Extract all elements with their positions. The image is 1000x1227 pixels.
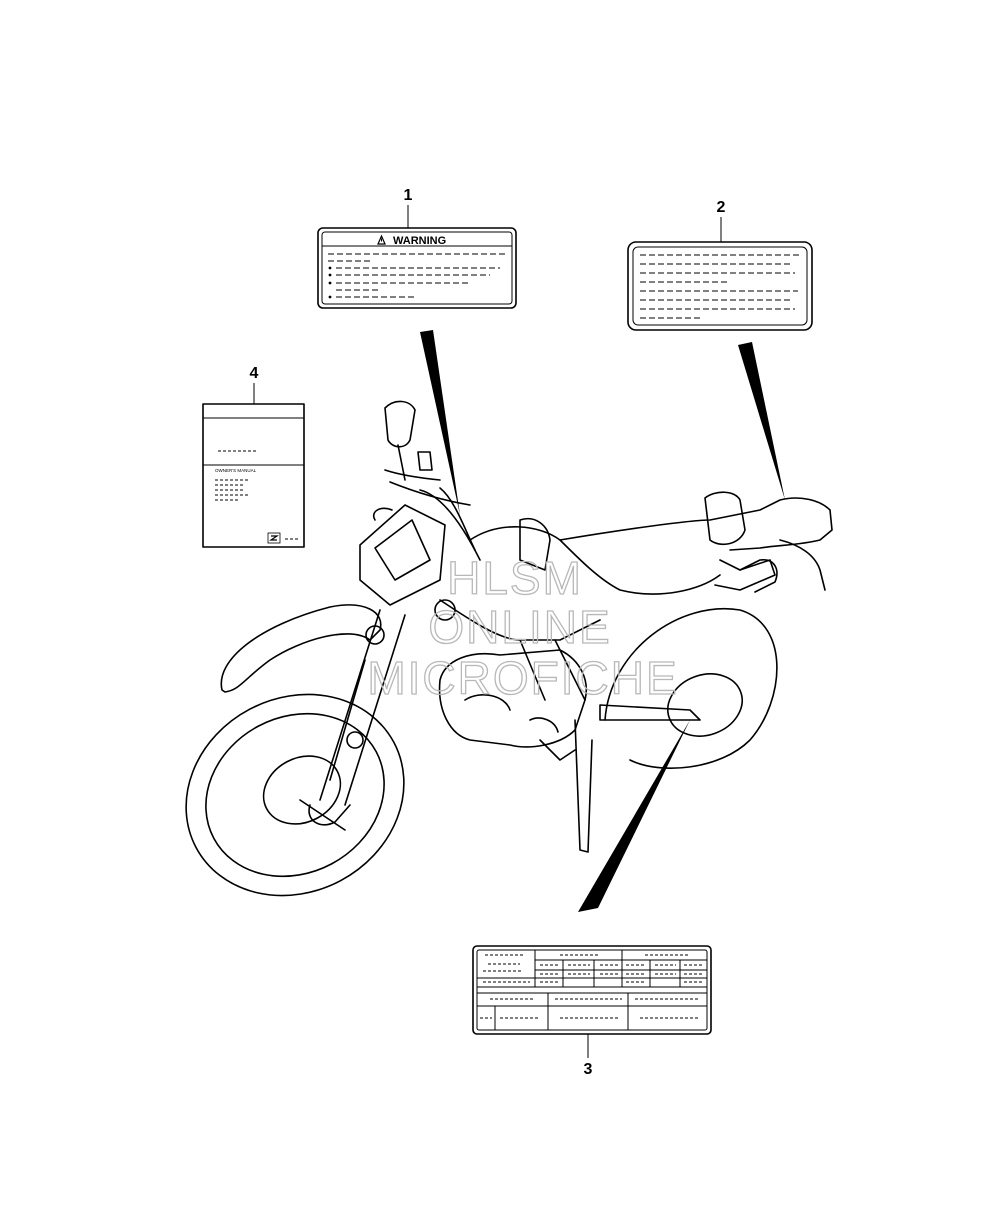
callout-number-2: 2 <box>717 199 726 216</box>
front-fender <box>220 604 382 693</box>
callout-number-1: 1 <box>404 187 413 204</box>
engine <box>365 599 587 761</box>
side-stand <box>574 719 593 853</box>
callout-number-4: 4 <box>250 365 259 382</box>
warning-heading: WARNING <box>393 235 446 247</box>
specification-label[interactable] <box>472 945 712 1035</box>
watermark-line-2: ONLINE <box>428 601 611 653</box>
callout-number-3: 3 <box>584 1061 593 1078</box>
headlight <box>359 504 446 606</box>
front-fork <box>299 609 406 831</box>
callout-2: 2 <box>717 199 726 242</box>
owners-manual[interactable]: OWNER'S MANUAL <box>202 403 305 548</box>
manual-title: OWNER'S MANUAL <box>215 468 257 473</box>
callout-3: 3 <box>584 1034 593 1078</box>
frame <box>439 599 701 721</box>
information-label[interactable] <box>627 241 813 331</box>
leader-3 <box>578 720 690 912</box>
warning-label[interactable]: WARNING <box>317 227 517 309</box>
watermark-line-3: MICROFICHE <box>367 652 678 704</box>
warning-triangle-icon <box>377 234 386 245</box>
motorcycle-drawing <box>185 400 833 897</box>
callout-4: 4 <box>250 365 259 404</box>
rear-wheel <box>604 607 778 769</box>
fuel-tank-and-seat <box>469 491 833 595</box>
front-wheel <box>185 693 405 897</box>
watermark: HLSM ONLINE MICROFICHE <box>367 551 678 704</box>
leader-lines <box>420 330 785 912</box>
handlebar <box>384 400 481 561</box>
leader-2 <box>738 342 785 500</box>
callout-1: 1 <box>404 187 413 228</box>
leader-1 <box>420 330 460 515</box>
brand-logo-icon <box>267 532 281 544</box>
watermark-line-1: HLSM <box>447 552 583 604</box>
muffler <box>739 559 778 593</box>
